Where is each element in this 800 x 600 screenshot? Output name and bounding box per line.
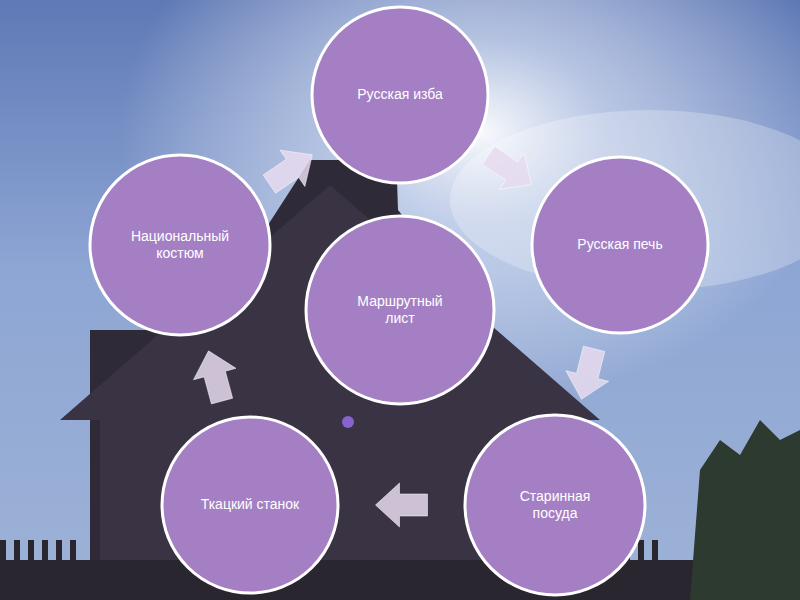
block-arrow — [482, 146, 531, 189]
node-label: Маршрутный лист — [346, 293, 454, 328]
block-arrow — [566, 346, 609, 399]
block-arrow — [193, 351, 235, 404]
node-label: Национальный костюм — [126, 228, 234, 263]
node-label: Ткацкий станок — [196, 496, 304, 514]
circle-node: Русская печь — [530, 155, 710, 335]
circle-node: Ткацкий станок — [160, 415, 340, 595]
circle-node: Русская изба — [310, 5, 490, 185]
node-label: Русская печь — [566, 236, 674, 254]
circle-node: Национальный костюм — [88, 153, 272, 337]
node-label: Русская изба — [346, 86, 454, 104]
circle-node: Маршрутный лист — [304, 214, 496, 406]
block-arrow — [263, 150, 312, 193]
node-label: Старинная посуда — [501, 488, 609, 523]
block-arrow — [376, 483, 428, 527]
circle-node: Старинная посуда — [463, 413, 647, 597]
